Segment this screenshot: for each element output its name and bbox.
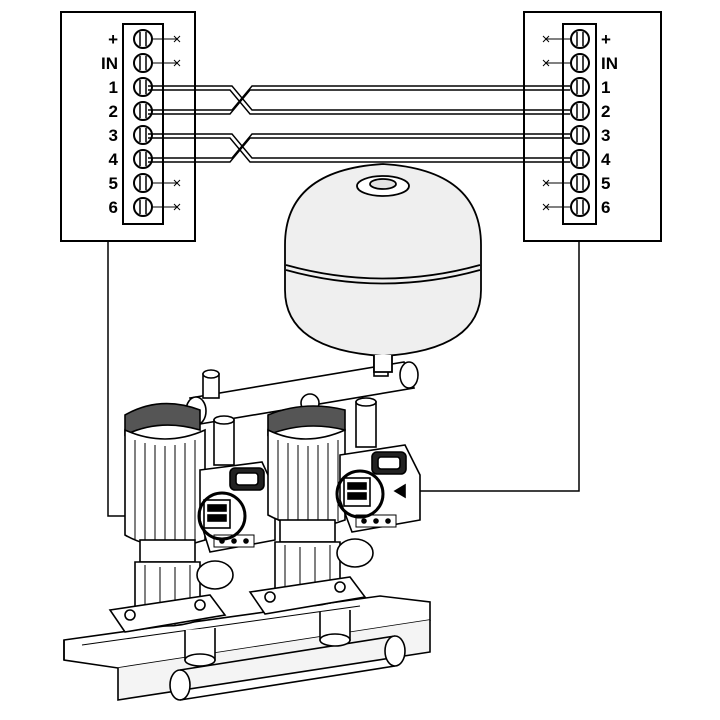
right-cable xyxy=(395,241,580,492)
left-terminal-box: + IN 1 2 3 4 5 6 xyxy=(60,11,196,242)
left-terminal-screw-icon xyxy=(133,197,153,217)
left-terminal-label: IN xyxy=(101,54,118,73)
left-terminal-label: + xyxy=(108,30,118,49)
pump-right-coupling xyxy=(279,519,336,543)
left-terminal-8: 6 xyxy=(109,197,181,217)
right-terminal-screw-icon xyxy=(570,101,590,121)
right-terminal-3: 1 xyxy=(570,77,610,97)
right-terminal-screw-icon xyxy=(570,29,590,49)
left-terminal-label: 1 xyxy=(109,78,118,97)
left-terminal-label: 2 xyxy=(109,102,118,121)
right-terminal-box: + IN 1 2 3 4 5 6 xyxy=(523,11,662,242)
pump-right xyxy=(248,405,374,647)
left-terminal-7: 5 xyxy=(109,173,181,193)
right-terminal-unused-stub-icon xyxy=(542,59,571,67)
right-terminal-screw-icon xyxy=(570,197,590,217)
left-terminal-label: 3 xyxy=(109,126,118,145)
right-terminal-5: 3 xyxy=(570,125,610,145)
left-terminal-unused-stub-icon xyxy=(152,35,181,43)
left-terminal-screw-icon xyxy=(133,29,153,49)
left-terminal-unused-stub-icon xyxy=(152,203,181,211)
left-terminal-screw-icon xyxy=(133,125,153,145)
connection-wires xyxy=(148,85,570,163)
right-terminal-label: + xyxy=(601,30,611,49)
right-terminal-label: 4 xyxy=(601,150,611,169)
left-terminal-1: + xyxy=(108,29,181,49)
left-terminal-unused-stub-icon xyxy=(152,179,181,187)
right-terminal-7: 5 xyxy=(542,173,610,193)
right-terminal-4: 2 xyxy=(570,101,610,121)
pump-left xyxy=(108,402,234,667)
pump-left-connection-highlight xyxy=(197,491,247,541)
pump-right-fan-cover xyxy=(267,405,346,437)
pump-left-controller xyxy=(197,415,276,553)
right-terminal-screw-icon xyxy=(570,53,590,73)
pump-right-inlet xyxy=(336,538,374,568)
left-terminal-screw-icon xyxy=(133,149,153,169)
right-terminal-1: + xyxy=(542,29,611,49)
right-terminal-label: 5 xyxy=(601,174,610,193)
pump-left-motor-fins xyxy=(134,440,196,547)
left-terminal-screw-icon xyxy=(133,173,153,193)
left-terminal-unused-stub-icon xyxy=(152,59,181,67)
pump-right-connection-highlight xyxy=(335,469,385,519)
left-terminal-screw-icon xyxy=(133,77,153,97)
left-terminal-2: IN xyxy=(101,53,181,73)
left-terminal-screw-icon xyxy=(133,101,153,121)
pump-left-inlet xyxy=(196,560,234,590)
left-terminal-label: 5 xyxy=(109,174,118,193)
right-terminal-screw-icon xyxy=(570,77,590,97)
left-terminal-5: 3 xyxy=(109,125,153,145)
left-terminal-screw-icon xyxy=(133,53,153,73)
right-terminal-label: 6 xyxy=(601,198,610,217)
pump-right-controller xyxy=(335,397,421,533)
pump-right-motor-fins xyxy=(277,440,339,527)
wire-pair-3-4 xyxy=(148,133,570,163)
pump-left-fan-cover xyxy=(124,402,201,437)
right-terminal-unused-stub-icon xyxy=(542,179,571,187)
right-terminal-label: 2 xyxy=(601,102,610,121)
left-terminal-label: 6 xyxy=(109,198,118,217)
right-terminal-label: 3 xyxy=(601,126,610,145)
right-terminal-unused-stub-icon xyxy=(542,203,571,211)
right-terminal-6: 4 xyxy=(570,149,611,169)
pump-right-motor xyxy=(267,428,346,528)
right-terminal-unused-stub-icon xyxy=(542,35,571,43)
right-terminal-label: IN xyxy=(601,54,618,73)
wire-pair-1-2 xyxy=(148,85,570,115)
pressure-tank xyxy=(284,163,482,373)
right-terminal-8: 6 xyxy=(542,197,610,217)
right-terminal-screw-icon xyxy=(570,125,590,145)
left-terminal-3: 1 xyxy=(109,77,153,97)
right-terminal-2: IN xyxy=(542,53,618,73)
right-terminal-screw-icon xyxy=(570,149,590,169)
right-terminal-screw-icon xyxy=(570,173,590,193)
left-terminal-label: 4 xyxy=(109,150,119,169)
pump-left-coupling xyxy=(139,539,196,563)
right-terminal-label: 1 xyxy=(601,78,610,97)
left-terminal-6: 4 xyxy=(109,149,153,169)
left-terminal-4: 2 xyxy=(109,101,153,121)
